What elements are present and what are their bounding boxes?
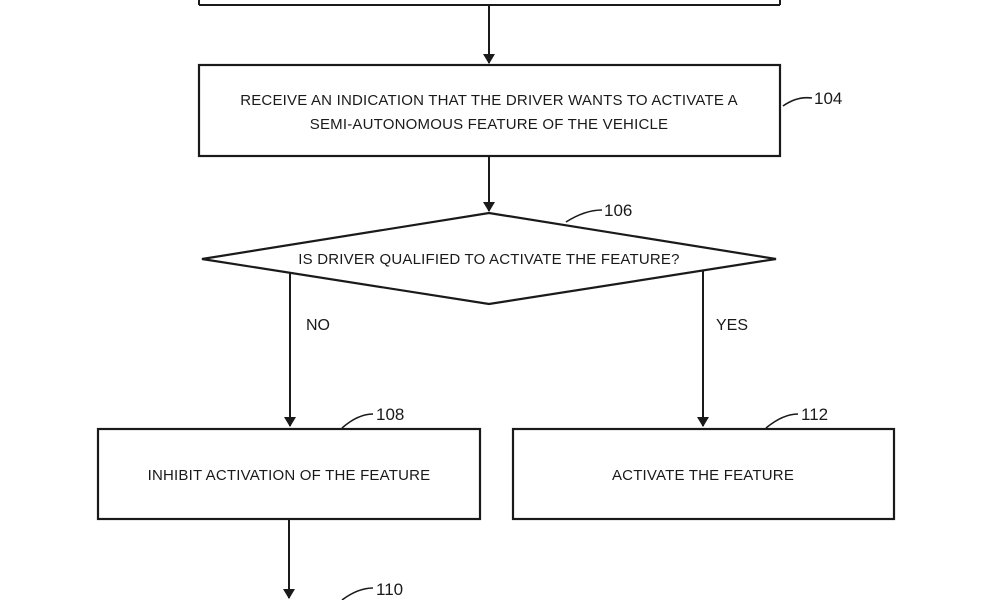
step-112-text: ACTIVATE THE FEATURE	[612, 467, 794, 484]
step-104-text-line2: SEMI-AUTONOMOUS FEATURE OF THE VEHICLE	[310, 116, 668, 133]
decision-106-question: IS DRIVER QUALIFIED TO ACTIVATE THE FEAT…	[298, 251, 679, 268]
step-108-reference-number: 108	[376, 405, 404, 424]
step-104-reference-number: 104	[814, 89, 842, 108]
step-108-text: INHIBIT ACTIVATION OF THE FEATURE	[148, 467, 431, 484]
step-110-reference-number: 110	[376, 580, 403, 599]
decision-106-reference-number: 106	[604, 201, 632, 220]
step-112-box	[511, 427, 896, 521]
step-104-leader-line	[782, 96, 813, 107]
step-112-reference-number: 112	[801, 405, 828, 424]
no-branch-label: NO	[306, 317, 330, 334]
step-108-box	[96, 427, 482, 521]
step-110-leader-line	[341, 587, 374, 600]
decision-106-diamond	[201, 211, 777, 306]
yes-branch-label: YES	[716, 317, 748, 334]
step-104-box	[197, 63, 782, 158]
step-112-leader-line	[765, 413, 799, 429]
step-104-text-line1: RECEIVE AN INDICATION THAT THE DRIVER WA…	[240, 92, 738, 109]
decision-106-leader-line	[565, 209, 603, 223]
step-108-leader-line	[341, 413, 374, 429]
